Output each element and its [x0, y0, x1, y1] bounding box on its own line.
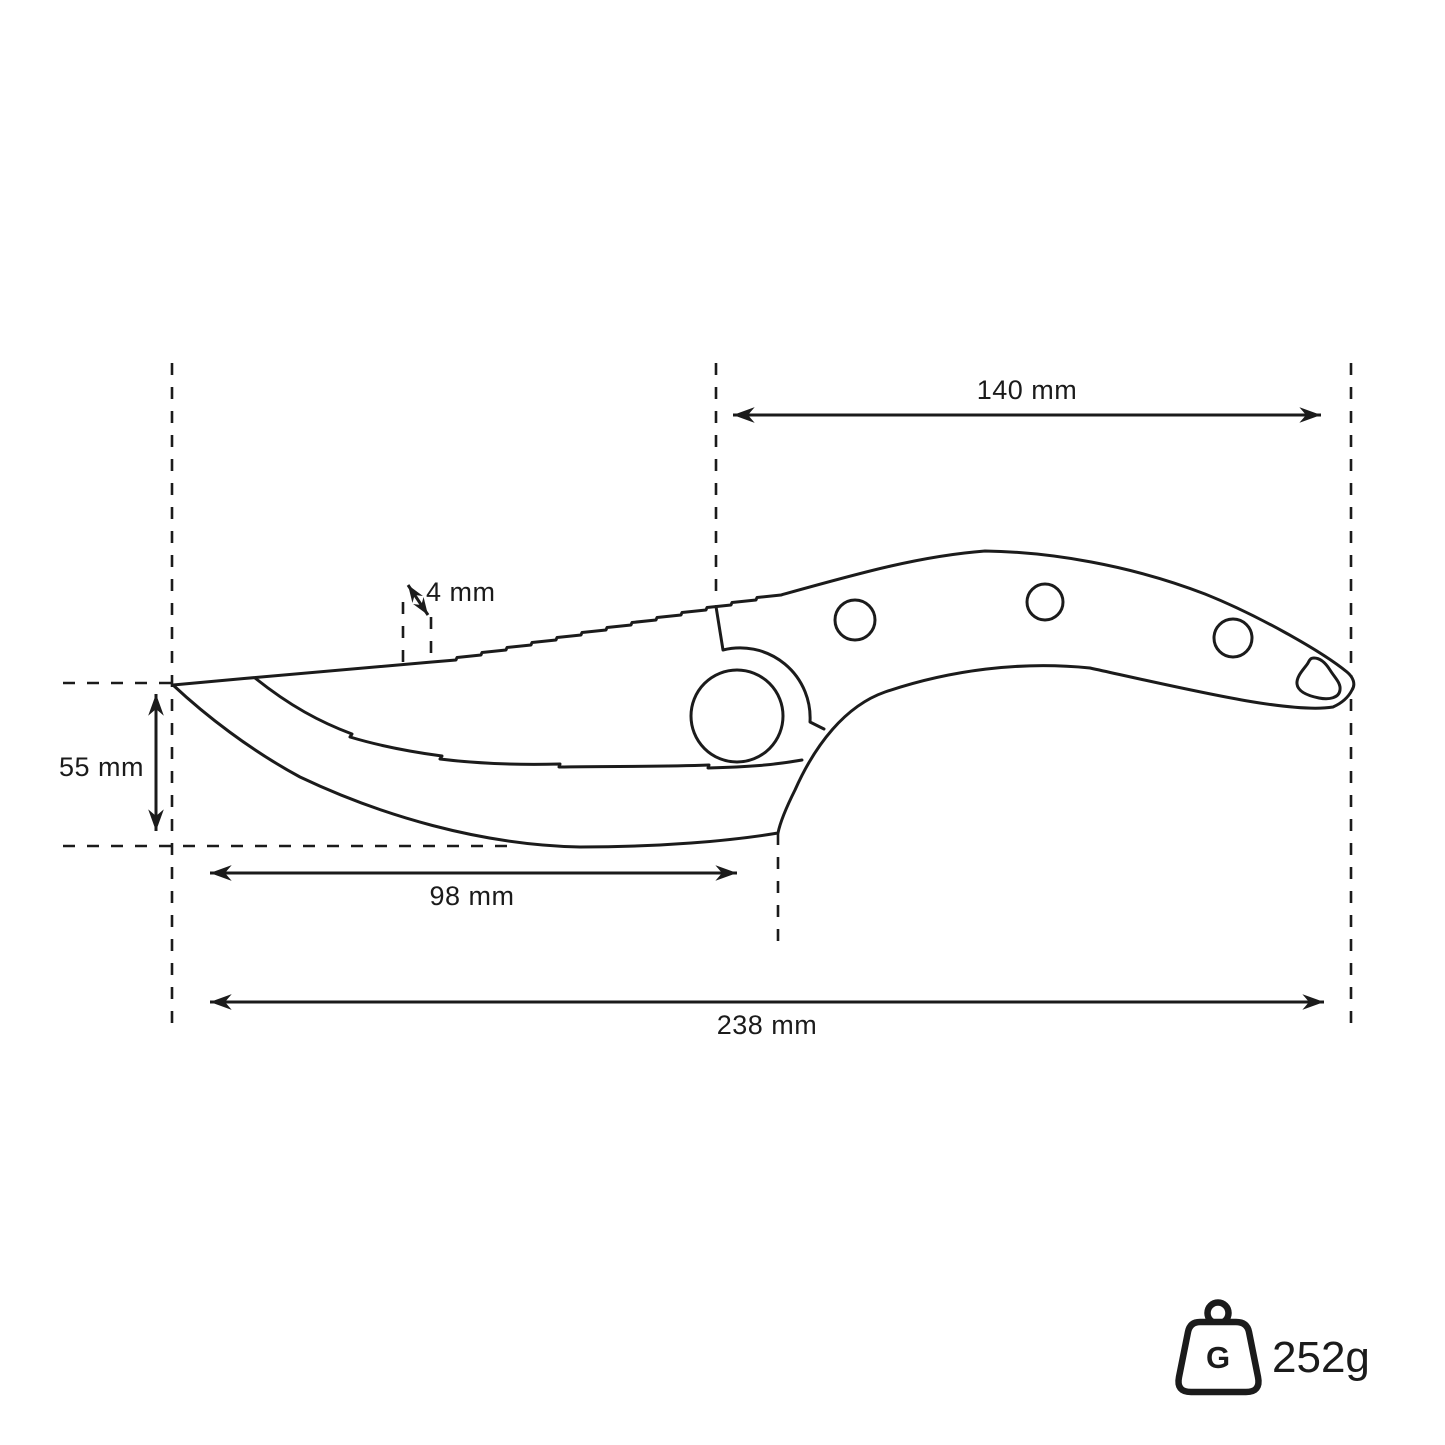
weight-value: 252g	[1272, 1333, 1370, 1382]
dimension-label-55mm: 55 mm	[59, 752, 144, 782]
handle-hole-3	[1212, 617, 1254, 659]
lanyard-hole	[1295, 656, 1342, 701]
weight-kettlebell-icon	[1175, 1318, 1262, 1396]
dimension-arrow-4mm	[406, 584, 430, 616]
dimension-label-140mm: 140 mm	[977, 375, 1078, 405]
dimension-handle-length: 140 mm	[733, 375, 1321, 423]
finger-hole	[689, 668, 785, 764]
handle-hole-1	[833, 598, 877, 642]
dimension-edge-length: 98 mm	[210, 865, 737, 911]
extension-lines	[63, 363, 1353, 1033]
knife	[171, 549, 1356, 849]
weight-icon-letter: G	[1206, 1340, 1230, 1375]
knife-outline	[171, 549, 1356, 849]
weight-spec: G 252g	[1175, 1299, 1370, 1396]
handle-hole-2	[1025, 582, 1065, 622]
dimension-label-238mm: 238 mm	[717, 1010, 818, 1040]
grind-line	[253, 676, 804, 770]
dimension-overall-length: 238 mm	[210, 994, 1324, 1040]
dimension-blade-height: 55 mm	[59, 694, 164, 831]
dimension-label-4mm: 4 mm	[426, 577, 496, 607]
dimension-label-98mm: 98 mm	[429, 881, 514, 911]
dimension-spine-thickness: 4 mm	[406, 577, 496, 616]
bolster-line	[714, 605, 826, 731]
